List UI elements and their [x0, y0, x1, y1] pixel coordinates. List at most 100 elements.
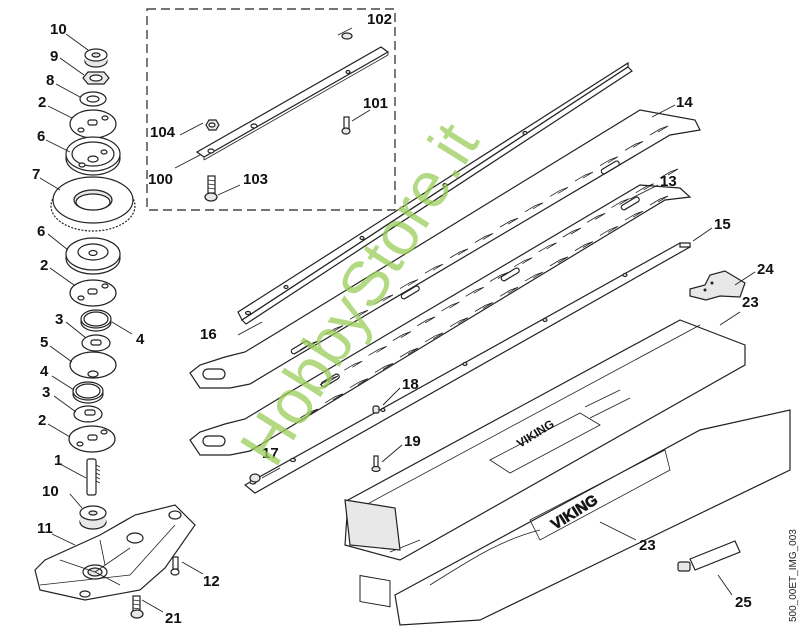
callout-label: 25: [735, 594, 752, 611]
upper-blade-14: [189, 109, 701, 389]
callout-label: 16: [200, 326, 217, 343]
blade-tooth: [449, 248, 469, 259]
washer-102: [341, 32, 353, 40]
screw-101: [341, 116, 351, 135]
ring-4-upper: [80, 309, 112, 332]
leader-lines: [39, 27, 756, 613]
callout-label: 3: [42, 384, 50, 401]
blade-tooth: [392, 331, 412, 341]
gear-7: [50, 176, 136, 232]
pin-1: [86, 458, 101, 496]
grease-tube-25: [677, 540, 741, 572]
callout-label: 2: [38, 412, 46, 429]
bar-100: [195, 46, 390, 161]
callout-label: 23: [742, 294, 759, 311]
callout-label: 4: [136, 331, 145, 348]
blade-tooth: [299, 408, 319, 419]
blade-tooth: [449, 317, 469, 328]
blade-tooth: [499, 286, 519, 297]
screw-19: [371, 455, 381, 473]
callout-label: 8: [46, 72, 54, 89]
callout-label: 100: [148, 171, 173, 188]
blade-tooth: [465, 286, 484, 297]
blade-tooth: [399, 347, 419, 358]
blade-tooth: [499, 217, 519, 228]
blade-tooth: [562, 227, 582, 238]
blade-tooth: [441, 301, 460, 312]
callout-label: 6: [37, 128, 45, 145]
inset-box: [146, 8, 396, 211]
callout-label: 104: [150, 124, 176, 141]
blade-tooth: [368, 346, 387, 356]
blade-tooth: [416, 316, 436, 327]
callout-label: 13: [660, 173, 677, 190]
disc-6-bottom: [65, 237, 121, 275]
nut-9: [82, 71, 110, 85]
blade-tooth: [424, 263, 444, 274]
callout-label: 5: [40, 334, 48, 351]
blade-tooth: [599, 226, 619, 236]
blade-tooth: [524, 202, 544, 213]
slider-3-upper: [81, 334, 111, 352]
callout-label: 11: [37, 520, 53, 537]
blade-tooth: [538, 242, 557, 253]
blade-tooth: [489, 272, 509, 282]
blade-tooth: [649, 125, 669, 136]
callout-label: 101: [363, 95, 388, 112]
callout-labels: 10 9 8 2 6 7 6 2 3 4 5 4 3 2 1 10 11 12 …: [32, 11, 774, 627]
blade-cover-23: VIKING: [344, 319, 746, 608]
washer-8: [79, 91, 107, 107]
blade-tooth: [344, 360, 363, 371]
blade-tooth: [574, 241, 594, 251]
blade-tooth: [349, 378, 369, 388]
callout-label: 103: [243, 171, 268, 188]
plate-2-middle: [69, 279, 117, 307]
screw-21: [130, 595, 144, 619]
blade-tooth: [374, 294, 394, 305]
nut-104: [205, 119, 220, 131]
callout-label: 2: [38, 94, 46, 111]
dome-5: [69, 351, 117, 379]
spacer-17: [249, 473, 261, 483]
blade-tooth: [374, 362, 394, 373]
callout-label: 2: [40, 257, 48, 274]
blade-tooth: [635, 183, 654, 194]
guide-rail-16: [237, 61, 633, 325]
blade-tooth: [324, 393, 344, 404]
callout-label: 4: [40, 363, 49, 380]
end-piece-24: [689, 270, 746, 301]
gear-housing-11: [34, 504, 196, 601]
blade-tooth: [399, 279, 419, 289]
blade-tooth: [574, 171, 594, 182]
callout-label: 1: [54, 452, 62, 469]
callout-label: 18: [402, 376, 419, 393]
blade-tooth: [324, 325, 344, 335]
callout-label: 23: [639, 537, 656, 554]
blade-tooth: [549, 256, 569, 267]
callout-label: 3: [55, 311, 63, 328]
callout-label: 7: [32, 166, 40, 183]
screw-12: [170, 556, 180, 576]
blade-tooth: [524, 271, 544, 282]
callout-label: 17: [262, 445, 279, 462]
callout-label: 10: [42, 483, 59, 500]
blade-tooth: [319, 375, 339, 386]
bolt-103: [204, 175, 218, 202]
ring-4-lower: [72, 381, 104, 404]
blade-tooth: [624, 140, 644, 151]
blade-tooth: [349, 309, 369, 320]
bearing-10-bottom: [79, 505, 107, 530]
blade-tooth: [424, 332, 444, 343]
callout-label: 15: [714, 216, 731, 233]
blade-tooth: [649, 195, 669, 206]
blade-tooth: [599, 156, 619, 167]
callout-label: 19: [404, 433, 421, 450]
spacer-18: [372, 405, 380, 414]
blade-tooth: [474, 233, 494, 243]
bearing-top: [84, 48, 108, 68]
blade-tooth: [624, 210, 644, 221]
callout-label: 102: [367, 11, 392, 28]
lower-blade-13: [189, 184, 692, 456]
blade-tooth: [549, 187, 569, 197]
